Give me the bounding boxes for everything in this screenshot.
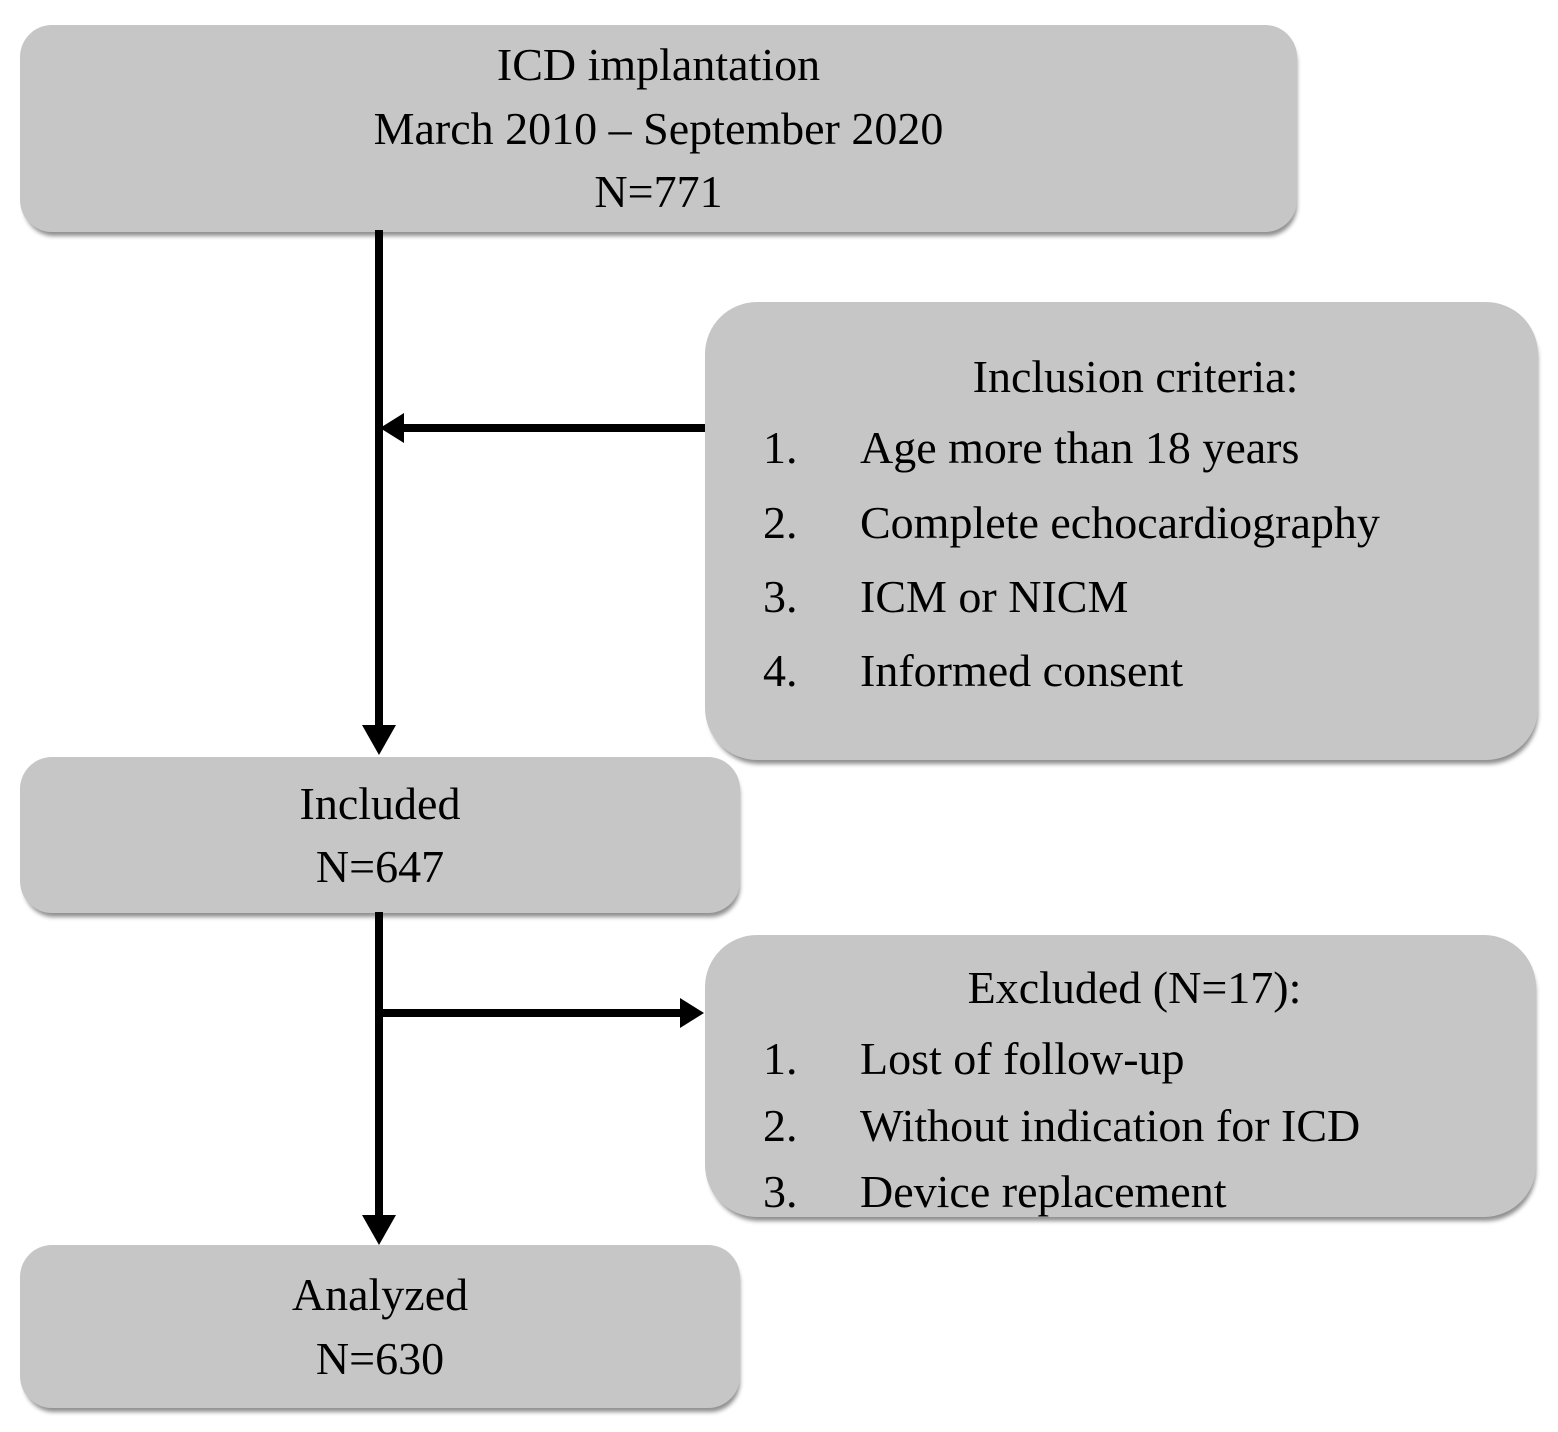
inclusion-criteria-box: Inclusion criteria: 1. Age more than 18 …: [705, 302, 1538, 760]
icd-implantation-count: N=771: [594, 166, 723, 218]
excluded-list: 1. Lost of follow-up 2. Without indicati…: [763, 1026, 1506, 1224]
included-box: Included N=647: [20, 757, 740, 913]
list-item: 2. Without indication for ICD: [763, 1093, 1506, 1158]
arrow-line-excluded: [379, 1009, 682, 1017]
list-item-text: Informed consent: [860, 645, 1184, 697]
arrow-line-top-to-included: [375, 230, 383, 727]
list-item: 2. Complete echocardiography: [763, 490, 1508, 555]
analyzed-count: N=630: [315, 1332, 445, 1384]
list-item: 4. Informed consent: [763, 638, 1508, 703]
arrow-down-icon: [362, 725, 396, 755]
analyzed-box: Analyzed N=630: [20, 1245, 740, 1408]
list-item-number: 2.: [763, 496, 798, 548]
inclusion-criteria-list: 1. Age more than 18 years 2. Complete ec…: [763, 415, 1508, 703]
list-item-text: Lost of follow-up: [860, 1033, 1185, 1085]
list-item-number: 1.: [763, 422, 798, 474]
inclusion-criteria-title: Inclusion criteria:: [972, 351, 1299, 402]
included-label: Included: [299, 777, 461, 829]
list-item: 1. Age more than 18 years: [763, 415, 1508, 480]
list-item-text: Age more than 18 years: [860, 422, 1300, 474]
arrow-right-icon: [680, 998, 704, 1028]
list-item-number: 4.: [763, 645, 798, 697]
icd-implantation-box: ICD implantation March 2010 – September …: [20, 25, 1297, 232]
arrow-down-icon: [362, 1215, 396, 1245]
list-item: 3. ICM or NICM: [763, 564, 1508, 629]
icd-implantation-title: ICD implantation: [496, 39, 821, 91]
excluded-box: Excluded (N=17): 1. Lost of follow-up 2.…: [705, 935, 1536, 1217]
list-item-number: 3.: [763, 570, 798, 622]
list-item-text: ICM or NICM: [860, 570, 1129, 622]
list-item: 1. Lost of follow-up: [763, 1026, 1506, 1091]
arrow-left-icon: [380, 413, 404, 443]
list-item-number: 2.: [763, 1099, 798, 1151]
icd-implantation-period: March 2010 – September 2020: [373, 102, 944, 154]
excluded-title: Excluded (N=17):: [967, 962, 1302, 1013]
list-item-text: Device replacement: [860, 1165, 1227, 1217]
analyzed-label: Analyzed: [291, 1269, 469, 1321]
included-count: N=647: [315, 841, 445, 892]
arrow-line-inclusion: [402, 424, 705, 432]
list-item-number: 1.: [763, 1033, 798, 1085]
list-item-text: Complete echocardiography: [860, 496, 1380, 548]
arrow-line-included-to-analyzed: [375, 912, 383, 1217]
list-item: 3. Device replacement: [763, 1159, 1506, 1224]
list-item-number: 3.: [763, 1165, 798, 1217]
list-item-text: Without indication for ICD: [860, 1099, 1361, 1151]
